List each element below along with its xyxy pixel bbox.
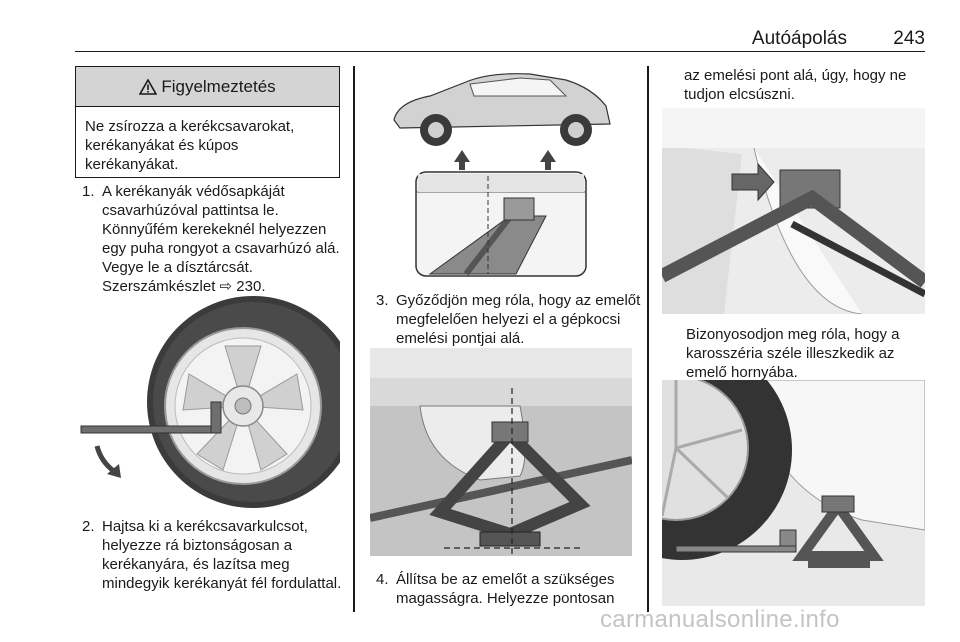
wheel-figure	[75, 294, 340, 508]
wheel-jack-illustration	[662, 380, 925, 606]
car-illustration	[370, 66, 632, 278]
warning-text: Ne zsírozza a kerékcsavarokat, kerékanyá…	[85, 118, 295, 173]
warning-title: Figyelmeztetés	[161, 76, 276, 96]
jack-position-figure	[370, 348, 632, 556]
page-title: Autóápolás	[751, 28, 847, 49]
step-text: Állítsa be az emelőt a szükséges magassá…	[396, 571, 615, 607]
wheel-jack-figure	[662, 380, 925, 606]
step-text: A kerékanyák védősapkáját csavarhúzóval …	[82, 182, 354, 296]
wheel-illustration	[75, 294, 340, 508]
warning-icon	[139, 78, 158, 95]
jack-closeup-figure	[662, 108, 925, 314]
step-number: 2.	[82, 518, 95, 535]
page-header: Autóápolás 243	[75, 22, 925, 52]
step-number: 4.	[376, 571, 389, 588]
note-text: Bizonyosodjon meg róla, hogy a karosszér…	[686, 326, 900, 381]
step-number: 1.	[82, 183, 95, 200]
step-text: Győződjön meg róla, hogy az emelőt megfe…	[396, 292, 641, 347]
jack-illustration	[370, 348, 632, 556]
continuation-text: az emelési pont alá, úgy, hogy ne tudjon…	[684, 67, 907, 103]
watermark: carmanualsonline.info	[600, 606, 840, 633]
step-text-body: A kerékanyák védősapkáját csavarhúzóval …	[102, 183, 340, 295]
warning-header: Figyelmeztetés	[76, 67, 339, 107]
step-1: 1. A kerékanyák védősapkáját csavarhúzóv…	[82, 182, 354, 296]
column-divider-2	[647, 66, 649, 612]
column-divider-1	[353, 66, 355, 612]
warning-box: Figyelmeztetés Ne zsírozza a kerékcsavar…	[75, 66, 340, 178]
car-jack-points-figure	[370, 66, 632, 278]
jack-closeup-illustration	[662, 108, 925, 314]
step-2: 2. Hajtsa ki a kerékcsavarkulcsot, helye…	[82, 517, 354, 593]
step-4: 4. Állítsa be az emelőt a szükséges maga…	[376, 570, 644, 608]
page-ref: 230.	[236, 278, 266, 295]
page-number: 243	[893, 28, 925, 49]
step-number: 3.	[376, 292, 389, 309]
step-3: 3. Győződjön meg róla, hogy az emelőt me…	[376, 291, 644, 348]
step-text: Hajtsa ki a kerékcsavarkulcsot, helyezze…	[102, 518, 342, 592]
page-ref-arrow-icon: ⇨	[219, 278, 233, 295]
